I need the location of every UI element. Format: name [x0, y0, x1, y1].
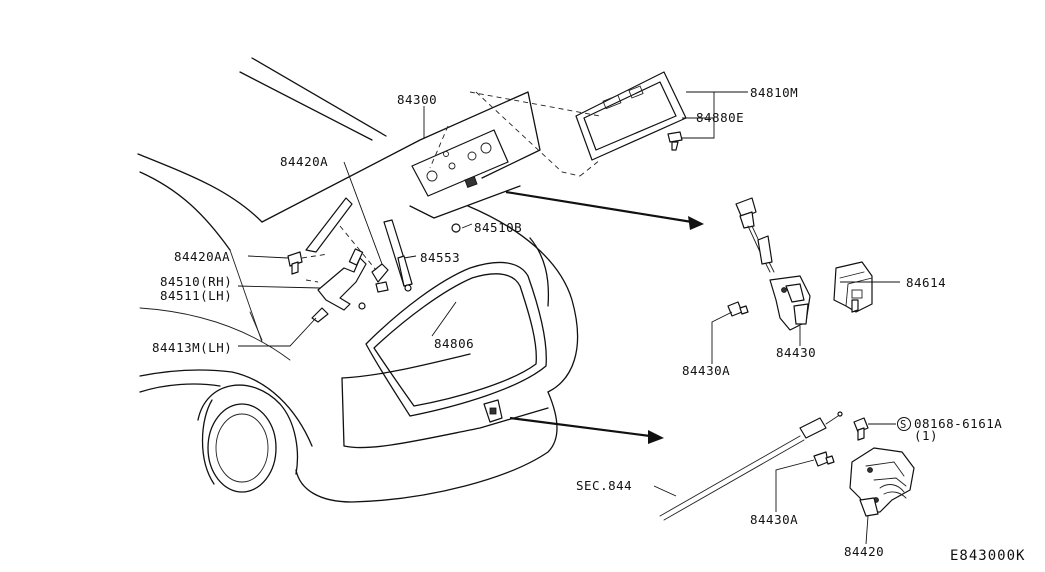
- callout-84420: 84420: [844, 544, 884, 559]
- callout-84614: 84614: [906, 275, 946, 290]
- callout-84420A: 84420A: [280, 154, 328, 169]
- garnish-84810M-shape: [469, 71, 687, 177]
- trunk-lid-84300-shape: [411, 91, 581, 197]
- callout-sec844: SEC.844: [576, 478, 632, 493]
- trunk-latch-shape: [451, 223, 503, 423]
- callout-08168-qty: (1): [914, 428, 938, 443]
- leader-lines: [237, 91, 900, 545]
- callout-84413MLH: 84413M(LH): [152, 340, 232, 355]
- callout-84420AA: 84420AA: [174, 249, 230, 264]
- callout-84810M: 84810M: [750, 85, 798, 100]
- diagram-code: E843000K: [950, 548, 1025, 564]
- callout-84806: 84806: [434, 336, 474, 351]
- hinge-assembly-shape: [287, 197, 413, 323]
- callout-08168-6161A-group: S 08168-6161A (1): [897, 416, 1002, 443]
- callout-84430A-upper: 84430A: [682, 363, 730, 378]
- callout-84300: 84300: [397, 92, 437, 107]
- callout-08168-6161A: 08168-6161A: [914, 416, 1002, 431]
- trunk-lock-84430-shape: [727, 197, 811, 331]
- detail-arrows: [505, 190, 704, 444]
- callout-84510RH: 84510(RH): [160, 274, 232, 289]
- callout-84430: 84430: [776, 345, 816, 360]
- callout-84430A-lower: 84430A: [750, 512, 798, 527]
- trunk-seal-84806-shape: [365, 261, 547, 417]
- lock-cover-84614-shape: [833, 261, 873, 313]
- callout-84511LH: 84511(LH): [160, 288, 232, 303]
- screw-symbol-s: S: [900, 419, 906, 431]
- latch-84420-shape: [659, 411, 915, 521]
- callout-84553: 84553: [420, 250, 460, 265]
- callout-84510B: 84510B: [474, 220, 522, 235]
- callout-84880E: 84880E: [696, 110, 744, 125]
- vehicle-outline: [137, 57, 579, 503]
